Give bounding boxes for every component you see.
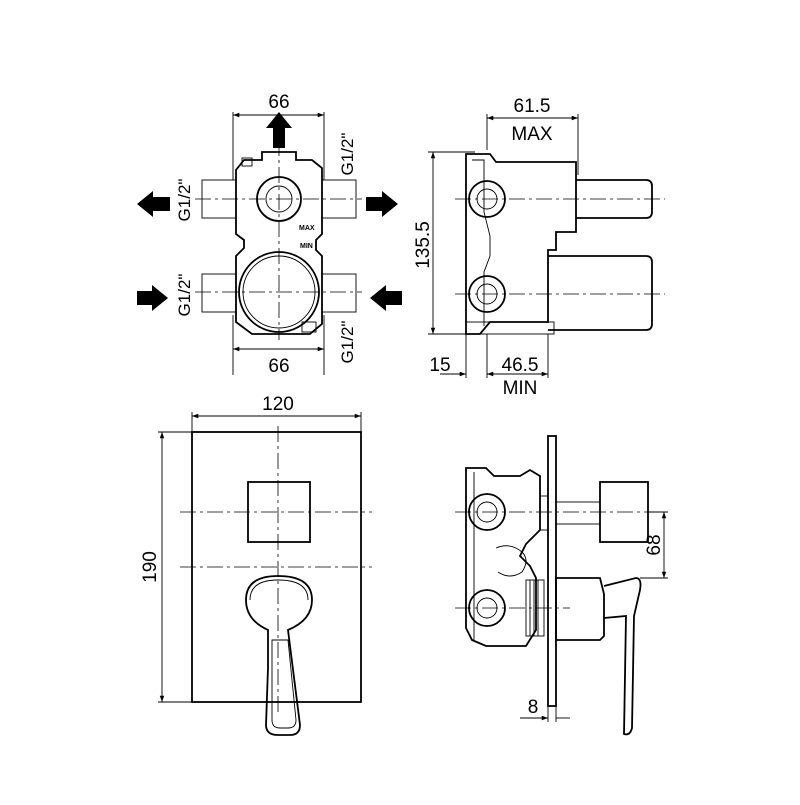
inlet-arrow-right-icon (137, 285, 168, 311)
min-label: MIN (503, 378, 538, 399)
lower-left-pipe (201, 273, 237, 313)
min-mark: MIN (300, 243, 313, 250)
thread-label-lower-left: G1/2" (175, 274, 194, 317)
offset-label: 15 (429, 355, 450, 376)
plate-width-label: 120 (262, 394, 294, 415)
height-label: 135.5 (413, 221, 434, 269)
inlet-arrow-left-icon (370, 285, 402, 311)
front-view: 66 66 MAX MIN G1/2" G1/2" (137, 92, 402, 377)
width-top-label: 66 (268, 92, 289, 113)
max-label: MAX (511, 124, 553, 145)
cover-plate-edge (547, 435, 557, 707)
lever-handle (245, 575, 313, 736)
depth-max-label: 61.5 (514, 96, 551, 117)
outlet-arrow-right-icon (366, 191, 398, 217)
thread-label-lower-right: G1/2" (338, 321, 357, 364)
plate-thickness-label: 8 (528, 697, 539, 718)
thread-label-upper-left: G1/2" (175, 179, 194, 222)
depth-min-label: 46.5 (502, 355, 539, 376)
lever-handle-side (555, 577, 605, 641)
lower-protective-cap (548, 255, 653, 331)
side-view: 61.5 MAX 135.5 15 46.5 MIN (413, 96, 665, 399)
outlet-arrow-left-icon (137, 191, 170, 217)
plate-view: 120 190 (140, 394, 372, 736)
max-mark: MAX (299, 225, 315, 232)
thread-label-upper-right: G1/2" (338, 133, 357, 176)
width-bottom-label: 66 (268, 356, 289, 377)
upper-right-pipe (321, 179, 357, 219)
upper-protective-cap (576, 179, 653, 219)
outlet-arrow-up-icon (266, 112, 292, 148)
lower-right-pipe (321, 273, 357, 313)
valve-body-installed (465, 467, 541, 647)
installed-view: 68 8 (455, 435, 668, 736)
plate-height-label: 190 (140, 551, 161, 583)
handle-offset-label: 68 (644, 534, 665, 555)
